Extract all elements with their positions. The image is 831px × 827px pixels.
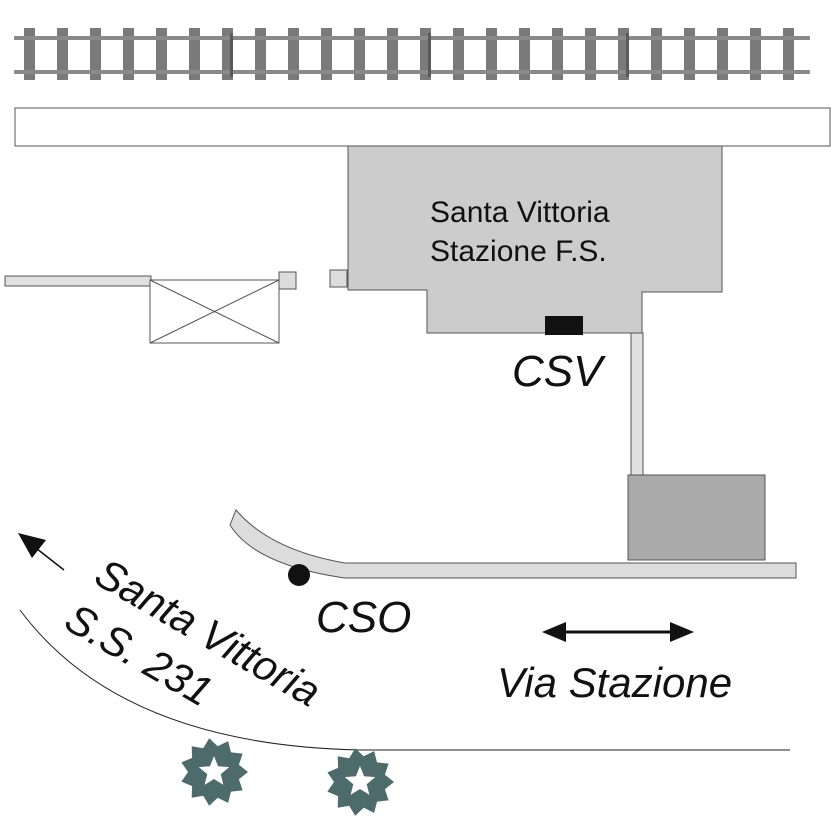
tree-icon bbox=[181, 738, 248, 806]
cso-marker bbox=[288, 564, 310, 586]
via-stazione-label: Via Stazione bbox=[497, 659, 732, 706]
track-sleeper bbox=[585, 28, 596, 80]
rail-top bbox=[14, 36, 810, 40]
track-sleeper bbox=[255, 28, 266, 80]
direction-arrow-icon bbox=[18, 533, 65, 571]
railway-track bbox=[14, 28, 810, 80]
tree-icon bbox=[327, 748, 394, 816]
track-sleeper bbox=[387, 28, 398, 80]
rail-joint bbox=[230, 33, 233, 77]
station-name-line1: Santa Vittoria bbox=[430, 196, 610, 229]
track-sleeper bbox=[552, 28, 563, 80]
track-sleeper bbox=[750, 28, 761, 80]
shelter bbox=[149, 279, 280, 344]
rail-bottom bbox=[14, 70, 810, 74]
track-sleeper bbox=[123, 28, 134, 80]
double-arrow-icon bbox=[542, 622, 694, 642]
track-sleeper bbox=[783, 28, 794, 80]
side-building bbox=[627, 474, 766, 561]
track-sleeper bbox=[24, 28, 35, 80]
track-sleeper bbox=[90, 28, 101, 80]
track-sleeper bbox=[57, 28, 68, 80]
walkway bbox=[630, 332, 644, 477]
track-sleeper bbox=[321, 28, 332, 80]
track-sleeper bbox=[717, 28, 728, 80]
track-sleeper bbox=[288, 28, 299, 80]
road-via-stazione bbox=[229, 509, 797, 579]
track-sleeper bbox=[519, 28, 530, 80]
csv-marker bbox=[545, 316, 583, 335]
track-sleeper bbox=[684, 28, 695, 80]
road-ss231-edge bbox=[19, 609, 790, 751]
pillar-shelter bbox=[278, 271, 297, 290]
rail-joint bbox=[428, 33, 431, 77]
platform bbox=[14, 107, 831, 147]
fence-bar bbox=[4, 275, 152, 287]
track-sleeper bbox=[486, 28, 497, 80]
track-sleeper bbox=[156, 28, 167, 80]
track-sleeper bbox=[453, 28, 464, 80]
track-sleeper bbox=[651, 28, 662, 80]
track-sleeper bbox=[618, 28, 629, 80]
cso-label: CSO bbox=[316, 593, 411, 642]
track-sleeper bbox=[420, 28, 431, 80]
csv-label: CSV bbox=[512, 347, 606, 396]
rail-joint bbox=[626, 33, 629, 77]
track-sleeper bbox=[354, 28, 365, 80]
track-sleeper bbox=[222, 28, 233, 80]
pillar-left-building bbox=[329, 269, 348, 288]
track-sleeper bbox=[189, 28, 200, 80]
station-name-line2: Stazione F.S. bbox=[430, 235, 607, 268]
